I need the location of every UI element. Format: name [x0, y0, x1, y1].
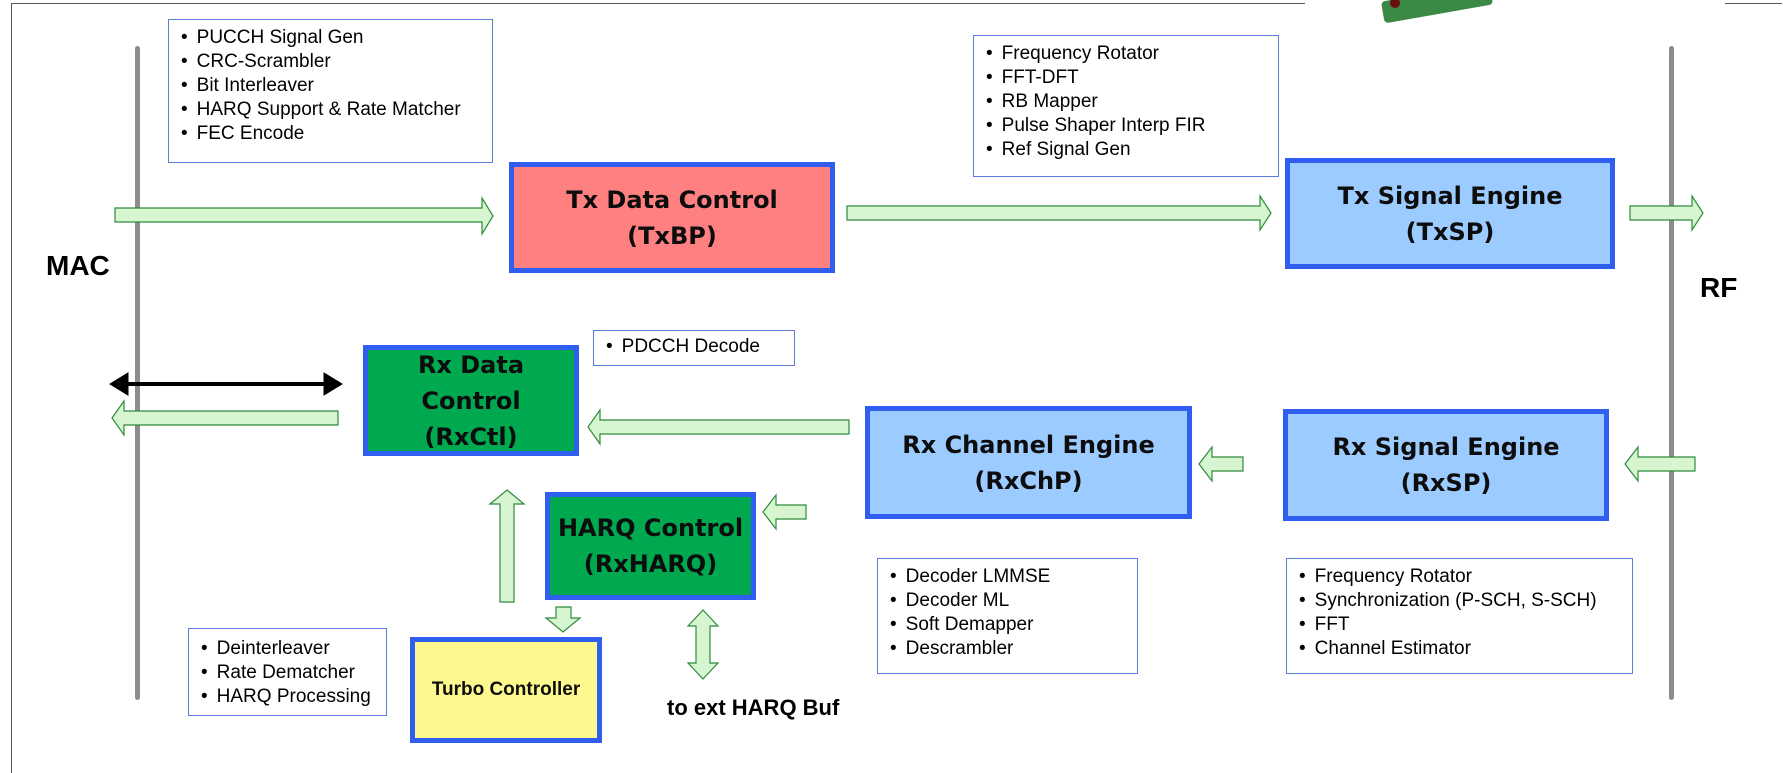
arrow-mac-to-txbp: [114, 195, 494, 237]
note-item: FFT: [1299, 613, 1622, 637]
arrow-up-to-rxctl: [488, 489, 526, 603]
arrow-into-harq: [762, 493, 807, 531]
block-title: Rx Channel Engine: [902, 430, 1155, 459]
frame-gap: [1305, 0, 1725, 10]
block-subtitle: (RxCtl): [424, 422, 518, 451]
tx-data-control-block: Tx Data Control (TxBP): [509, 162, 835, 273]
note-item: RB Mapper: [986, 90, 1268, 114]
block-title: Tx Data Control: [566, 185, 778, 214]
txsp-notes: Frequency Rotator FFT-DFT RB Mapper Puls…: [973, 35, 1279, 177]
block-subtitle: (RxChP): [974, 466, 1083, 495]
rf-rail: [1669, 46, 1674, 700]
mac-label: MAC: [46, 250, 110, 281]
note-item: Soft Demapper: [890, 613, 1127, 637]
arrow-harq-to-turbo: [544, 606, 582, 633]
note-item: Synchronization (P-SCH, S-SCH): [1299, 589, 1622, 613]
note-item: CRC-Scrambler: [181, 50, 482, 74]
diagram-frame: [11, 3, 1782, 773]
note-item: Ref Signal Gen: [986, 138, 1268, 162]
note-item: Decoder ML: [890, 589, 1127, 613]
block-title: Rx Signal Engine: [1332, 433, 1560, 461]
harq-control-block: HARQ Control (RxHARQ): [545, 492, 756, 600]
rx-data-control-block: Rx Data Control (RxCtl): [363, 345, 579, 456]
arrow-rxchp-to-rxctl: [587, 408, 850, 446]
turbo-notes: Deinterleaver Rate Dematcher HARQ Proces…: [188, 628, 387, 716]
note-item: Decoder LMMSE: [890, 565, 1127, 589]
rx-channel-engine-block: Rx Channel Engine (RxChP): [865, 406, 1192, 519]
arrow-txbp-to-txsp: [846, 193, 1272, 233]
rxctl-notes: PDCCH Decode: [593, 330, 795, 366]
arrow-txsp-to-rf: [1629, 193, 1704, 233]
note-item: Channel Estimator: [1299, 637, 1622, 661]
block-subtitle: (RxHARQ): [583, 550, 718, 578]
rf-label: RF: [1700, 272, 1738, 303]
rxchp-notes: Decoder LMMSE Decoder ML Soft Demapper D…: [877, 558, 1138, 674]
note-item: FFT-DFT: [986, 66, 1268, 90]
ext-harq-buffer-label: to ext HARQ Buf: [667, 695, 840, 720]
block-subtitle: (RxSP): [1400, 469, 1492, 497]
note-item: Frequency Rotator: [986, 42, 1268, 66]
arrow-rxsp-to-rxchp: [1198, 445, 1244, 483]
note-item: Pulse Shaper Interp FIR: [986, 114, 1268, 138]
note-item: Rate Dematcher: [201, 661, 376, 685]
note-item: Frequency Rotator: [1299, 565, 1622, 589]
note-item: FEC Encode: [181, 122, 482, 146]
note-item: HARQ Processing: [201, 685, 376, 709]
block-title: Turbo Controller: [431, 679, 581, 700]
note-item: HARQ Support & Rate Matcher: [181, 98, 482, 122]
board-image-detail: [1390, 0, 1400, 8]
tx-signal-engine-block: Tx Signal Engine (TxSP): [1285, 158, 1615, 269]
block-title: Rx Data Control: [417, 350, 525, 415]
arrow-rxctl-to-mac: [111, 399, 339, 437]
note-item: PUCCH Signal Gen: [181, 26, 482, 50]
block-subtitle: (TxBP): [627, 221, 717, 250]
note-item: Deinterleaver: [201, 637, 376, 661]
block-title: Tx Signal Engine: [1337, 181, 1563, 210]
mac-rxctl-link: [109, 372, 343, 396]
note-item: PDCCH Decode: [606, 335, 784, 359]
note-item: Descrambler: [890, 637, 1127, 661]
rxsp-notes: Frequency Rotator Synchronization (P-SCH…: [1286, 558, 1633, 674]
arrow-rf-to-rxsp: [1624, 445, 1696, 483]
mac-rail: [135, 46, 140, 700]
block-subtitle: (TxSP): [1405, 217, 1495, 246]
txbp-notes: PUCCH Signal Gen CRC-Scrambler Bit Inter…: [168, 19, 493, 163]
block-title: HARQ Control: [557, 514, 744, 542]
note-item: Bit Interleaver: [181, 74, 482, 98]
turbo-controller-block: Turbo Controller: [410, 637, 602, 743]
arrow-harq-ext-buffer: [686, 609, 720, 680]
rx-signal-engine-block: Rx Signal Engine (RxSP): [1283, 409, 1609, 521]
